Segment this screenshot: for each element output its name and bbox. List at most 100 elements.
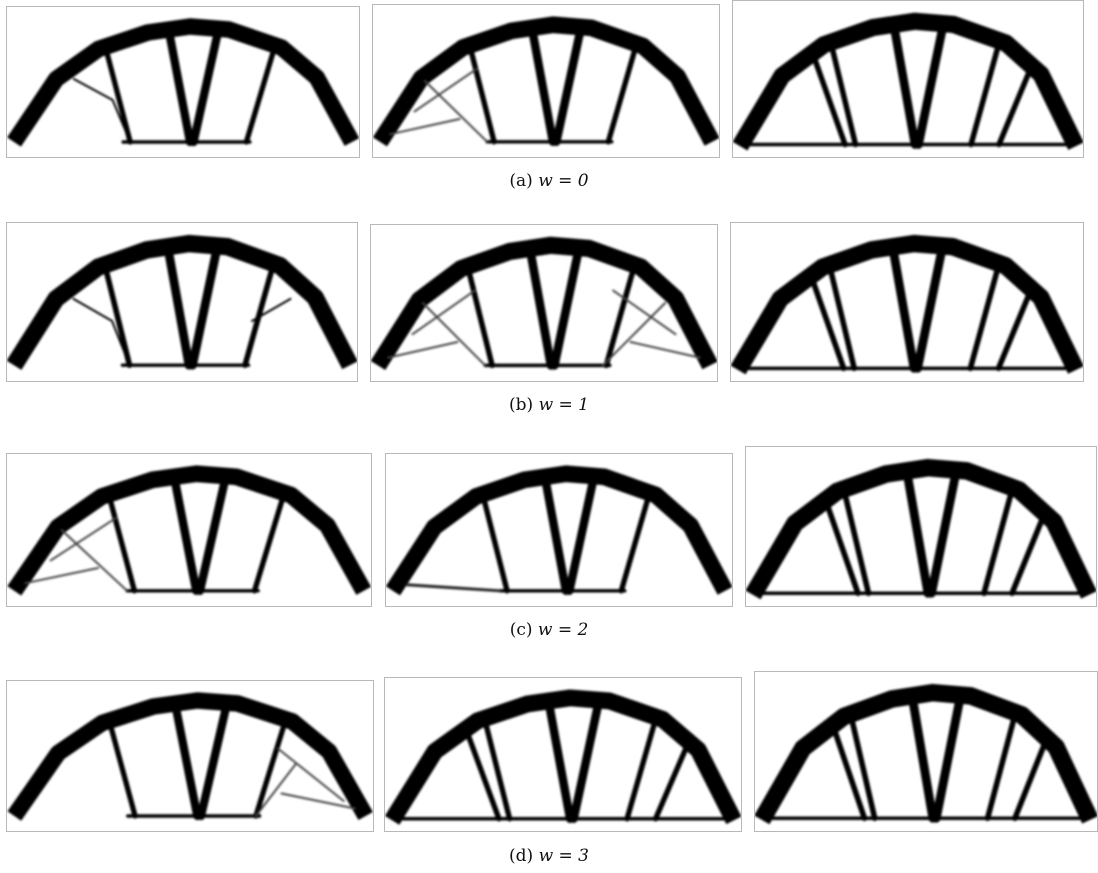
outer-strut-right	[999, 60, 1034, 144]
side-strut-left	[105, 266, 130, 366]
design-panel-d-2	[384, 677, 742, 832]
side-strut-right	[984, 490, 1012, 593]
side-strut-right	[970, 266, 998, 369]
design-panel-a-3	[732, 0, 1084, 158]
outer-strut-right	[999, 283, 1034, 368]
side-strut-left	[483, 495, 507, 591]
center-strut-left	[532, 29, 553, 141]
arch-structure	[392, 698, 734, 820]
topology-image	[386, 454, 732, 606]
caption-math: w = 2	[538, 620, 588, 640]
side-strut-left	[109, 722, 135, 817]
center-strut-left	[907, 472, 928, 593]
arch-structure	[753, 468, 1089, 595]
arch-structure	[762, 693, 1090, 820]
thin-bottom-left	[407, 585, 500, 591]
side-strut-right	[971, 43, 999, 144]
design-panel-c-2	[385, 453, 733, 607]
caption-math: w = 0	[538, 171, 588, 191]
side-strut-left	[851, 715, 875, 818]
thin-diagonal-left	[74, 299, 113, 321]
caption-label: (c)	[510, 620, 533, 640]
topology-image	[385, 678, 741, 831]
design-panel-c-3	[745, 446, 1097, 607]
topology-image	[373, 5, 719, 157]
outer-strut-left	[812, 278, 844, 368]
side-strut-right	[245, 266, 273, 366]
topology-image	[371, 225, 717, 381]
side-strut-right	[246, 48, 274, 143]
caption-math: w = 3	[539, 846, 589, 866]
center-strut-right	[569, 478, 593, 590]
side-strut-right	[256, 722, 285, 817]
outer-strut-left	[827, 503, 859, 594]
side-strut-right	[627, 719, 655, 818]
design-panel-d-3	[754, 671, 1098, 832]
side-strut-right	[621, 495, 649, 591]
outer-strut-right	[1012, 507, 1047, 593]
outer-strut-left	[814, 56, 846, 145]
topology-image	[755, 672, 1097, 831]
design-panel-a-2	[372, 4, 720, 158]
center-strut-right	[919, 26, 944, 145]
outer-strut-right	[656, 736, 692, 819]
side-strut-left	[485, 719, 510, 818]
center-strut-right	[574, 702, 599, 818]
side-strut-left	[831, 43, 856, 144]
center-strut-right	[201, 705, 227, 816]
design-panel-d-1	[6, 680, 374, 832]
caption-label: (b)	[509, 395, 533, 415]
center-strut-right	[932, 472, 957, 593]
center-strut-right	[194, 31, 219, 142]
side-strut-right	[255, 495, 284, 591]
design-panel-c-1	[6, 453, 372, 607]
caption-b: (b) w = 1	[0, 395, 1098, 415]
center-strut-left	[894, 26, 915, 145]
design-panel-b-1	[6, 222, 358, 382]
caption-c: (c) w = 2	[0, 620, 1098, 640]
center-strut-right	[193, 248, 218, 365]
topology-image	[733, 1, 1083, 157]
center-strut-left	[545, 478, 566, 590]
outer-strut-right	[1015, 732, 1049, 818]
arch-structure	[14, 244, 350, 366]
side-strut-left	[106, 48, 131, 143]
thin-cross-right-b	[603, 303, 665, 365]
topology-image	[731, 223, 1083, 381]
caption-label: (d)	[509, 846, 533, 866]
design-panel-b-2	[370, 224, 718, 382]
design-panel-b-3	[730, 222, 1084, 382]
topology-image	[7, 454, 371, 606]
center-strut-left	[893, 248, 914, 368]
center-strut-right	[200, 478, 225, 590]
side-strut-right	[608, 46, 636, 142]
thin-cross-left-b	[423, 303, 485, 365]
center-strut-left	[168, 248, 189, 365]
arch-structure	[393, 474, 725, 591]
outer-strut-left	[834, 728, 865, 819]
thin-cross-left-b	[62, 530, 128, 591]
arch-structure	[378, 245, 710, 365]
center-strut-left	[175, 705, 197, 816]
center-strut-right	[936, 697, 960, 818]
side-strut-right	[606, 267, 634, 365]
center-strut-left	[912, 697, 933, 818]
center-strut-right	[918, 248, 943, 368]
center-strut-right	[556, 29, 580, 141]
side-strut-left	[844, 490, 869, 593]
center-strut-right	[554, 250, 578, 365]
arch-structure	[740, 21, 1076, 146]
thin-cross-right-c	[631, 342, 700, 358]
topology-image	[7, 223, 357, 381]
outer-strut-left	[467, 732, 499, 819]
arch-structure	[380, 25, 712, 142]
arch-structure	[14, 701, 365, 817]
center-strut-left	[530, 250, 551, 365]
thin-cross-left-b	[425, 81, 487, 142]
side-strut-right	[988, 715, 1015, 818]
arch-structure	[14, 27, 352, 143]
topology-image	[746, 447, 1096, 606]
arch-structure	[738, 244, 1076, 370]
center-strut-left	[549, 702, 570, 818]
